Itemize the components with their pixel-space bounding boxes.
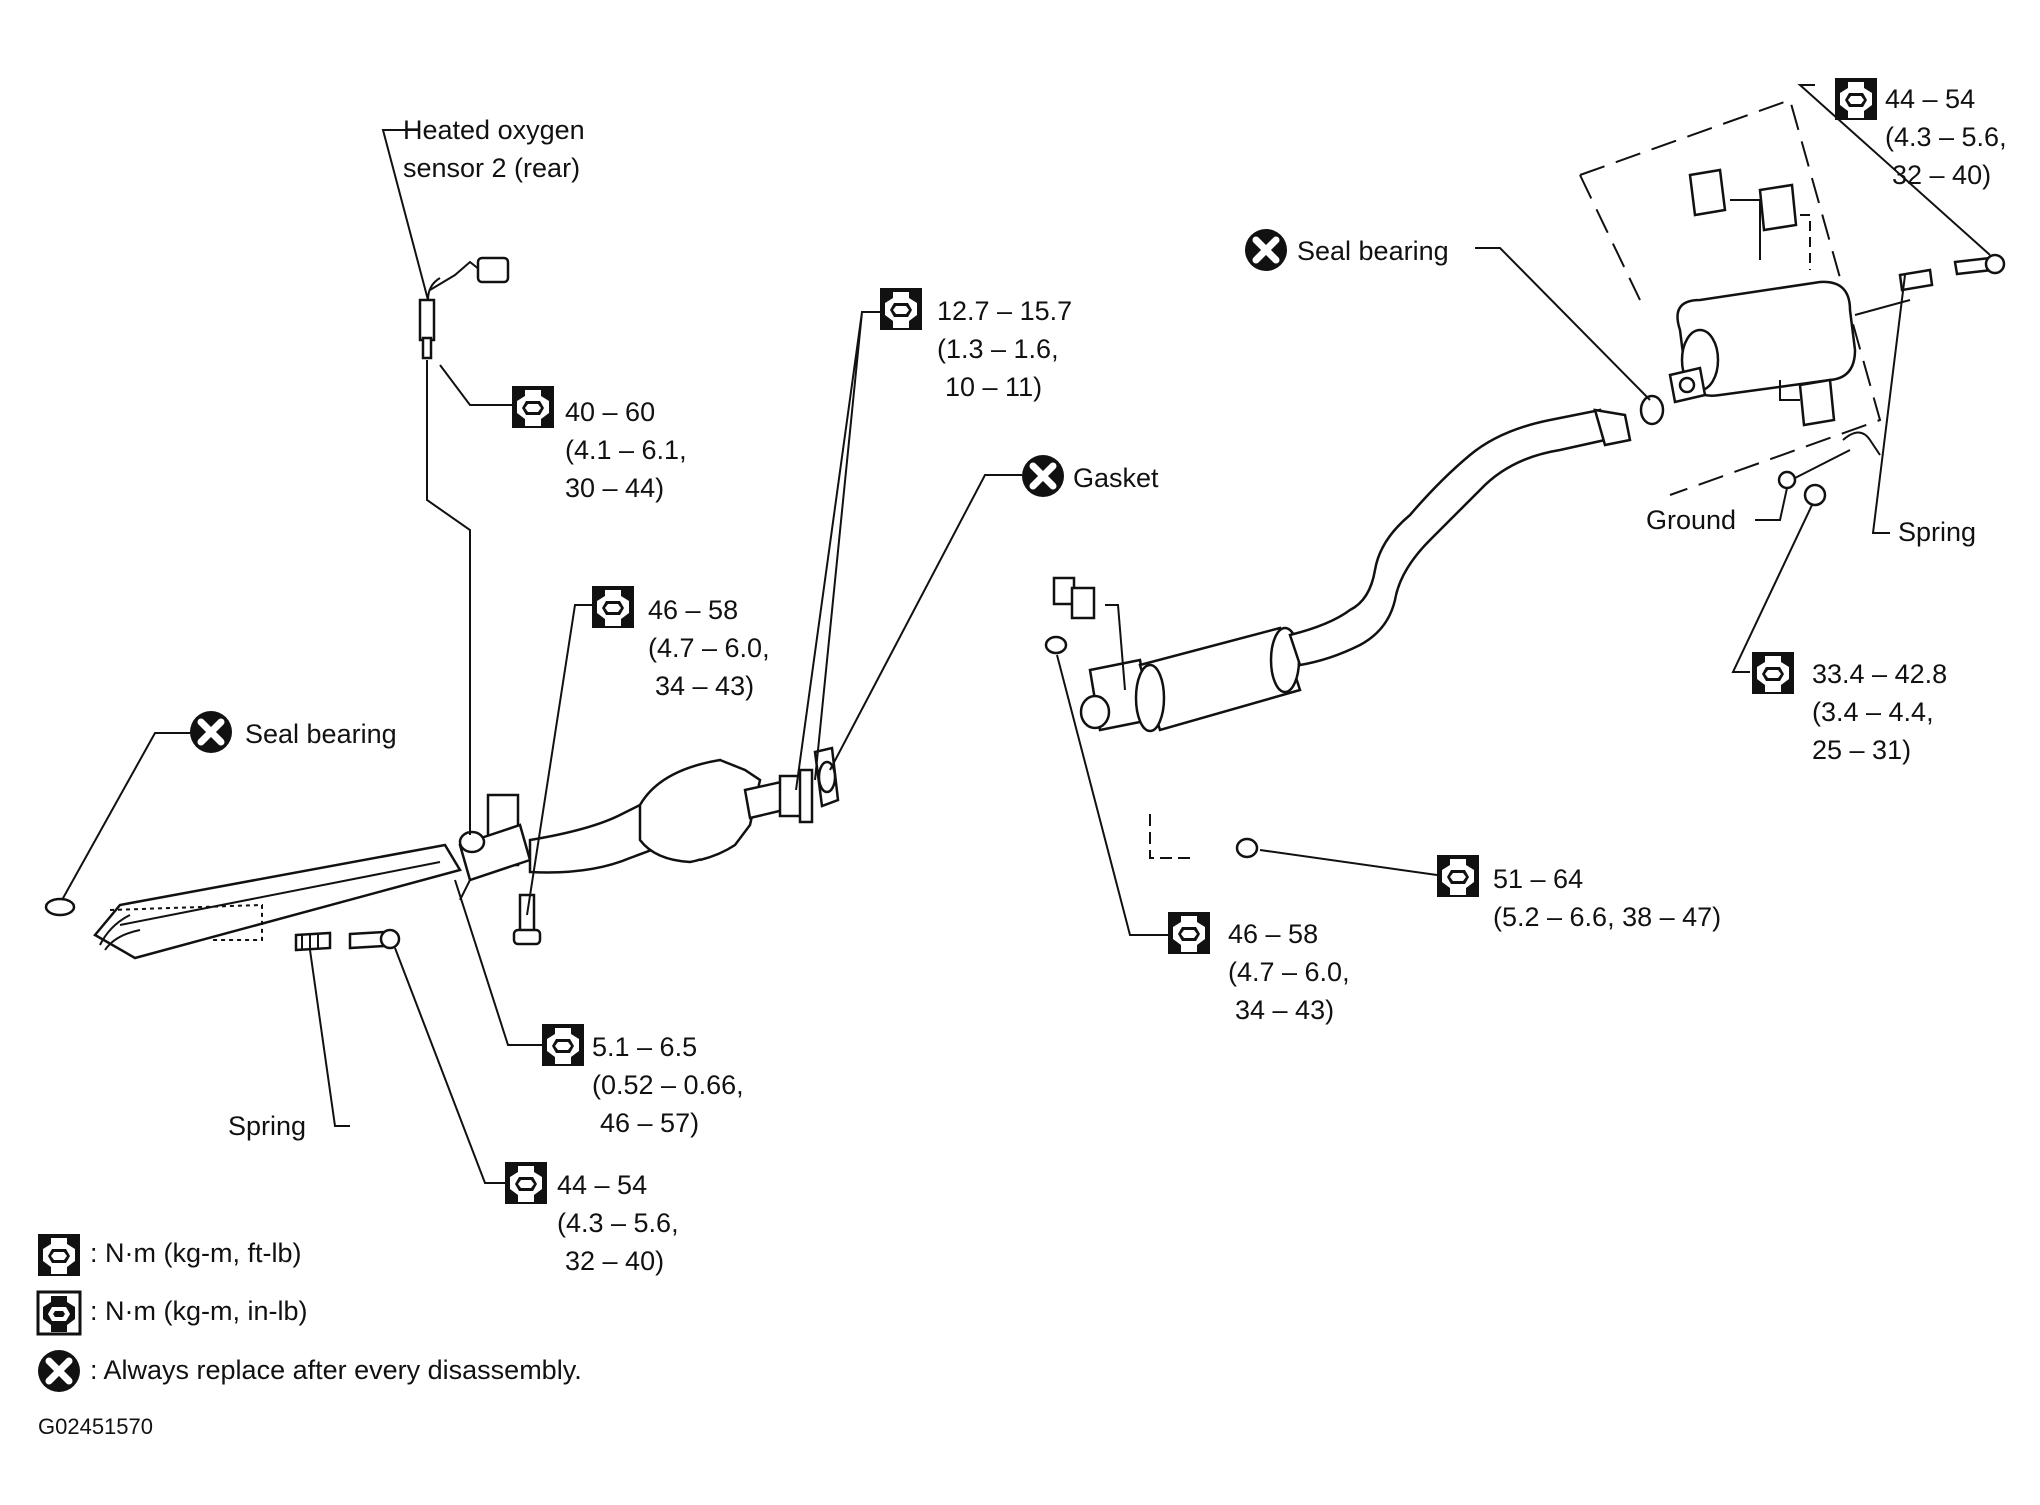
svg-text:(1.3 – 1.6,: (1.3 – 1.6, xyxy=(937,334,1059,364)
center-mount-torque-callout: 46 – 58 (4.7 – 6.0, 34 – 43) xyxy=(1168,912,1350,1025)
svg-text:46 – 58: 46 – 58 xyxy=(1228,919,1318,949)
svg-text:40 – 60: 40 – 60 xyxy=(565,397,655,427)
wrench-icon xyxy=(1835,78,1877,120)
replace-x-icon xyxy=(38,1350,80,1392)
svg-text:Spring: Spring xyxy=(1898,517,1976,547)
svg-text:(4.1 – 6.1,: (4.1 – 6.1, xyxy=(565,435,687,465)
legend-inlb: : N·m (kg-m, in-lb) xyxy=(90,1296,308,1326)
replace-x-icon xyxy=(1022,455,1064,497)
spring-rear-label: Spring xyxy=(1898,517,1976,547)
svg-text:46 – 58: 46 – 58 xyxy=(648,595,738,625)
svg-text:25 – 31): 25 – 31) xyxy=(1812,735,1911,765)
seal-bearing-rear-callout: Seal bearing xyxy=(1245,229,1449,271)
rear-joint-bolt-torque-callout: 44 – 54 (4.3 – 5.6, 32 – 40) xyxy=(1835,78,2007,190)
ground-label: Ground xyxy=(1646,505,1736,535)
front-exhaust-tube xyxy=(44,256,840,960)
svg-text:33.4 – 42.8: 33.4 – 42.8 xyxy=(1812,659,1947,689)
svg-text:Ground: Ground xyxy=(1646,505,1736,535)
svg-text:(5.2 – 6.6, 38 – 47): (5.2 – 6.6, 38 – 47) xyxy=(1493,902,1721,932)
wrench-icon xyxy=(1752,652,1794,694)
svg-text:34 – 43): 34 – 43) xyxy=(655,671,754,701)
svg-text:Spring: Spring xyxy=(228,1111,306,1141)
bracket-bolt-torque-callout: 5.1 – 6.5 (0.52 – 0.66, 46 – 57) xyxy=(542,1024,744,1138)
svg-text:10 – 11): 10 – 11) xyxy=(945,372,1042,402)
svg-text:30 – 44): 30 – 44) xyxy=(565,473,664,503)
svg-text:44 – 54: 44 – 54 xyxy=(1885,84,1975,114)
front-joint-bolt-torque-callout: 44 – 54 (4.3 – 5.6, 32 – 40) xyxy=(505,1162,679,1276)
replace-x-icon xyxy=(190,711,232,753)
ground-nut-torque-callout: 33.4 – 42.8 (3.4 – 4.4, 25 – 31) xyxy=(1752,652,1947,765)
svg-text:32 – 40): 32 – 40) xyxy=(565,1246,664,1276)
svg-text:51 – 64: 51 – 64 xyxy=(1493,864,1583,894)
wrench-icon xyxy=(1437,855,1479,897)
svg-text:(4.3 – 5.6,: (4.3 – 5.6, xyxy=(1885,122,2007,152)
svg-text:(4.3 – 5.6,: (4.3 – 5.6, xyxy=(557,1208,679,1238)
legend-ftlb: : N·m (kg-m, ft-lb) xyxy=(90,1238,301,1268)
figure-code: G02451570 xyxy=(38,1414,153,1439)
svg-text:(4.7 – 6.0,: (4.7 – 6.0, xyxy=(1228,957,1350,987)
o2-sensor-label: Heated oxygen sensor 2 (rear) xyxy=(403,115,585,183)
gasket-callout: Gasket xyxy=(1022,455,1159,497)
wrench-icon xyxy=(1168,912,1210,954)
wrench-icon xyxy=(512,386,554,428)
legend: : N·m (kg-m, ft-lb) : N·m (kg-m, in-lb) … xyxy=(38,1234,582,1392)
svg-text:46 – 57): 46 – 57) xyxy=(600,1108,699,1138)
center-muffler-assembly xyxy=(1044,408,1632,859)
o2-sensor-torque-callout: 40 – 60 (4.1 – 6.1, 30 – 44) xyxy=(512,386,687,503)
legend-replace: : Always replace after every disassembly… xyxy=(90,1355,582,1385)
wrench-icon xyxy=(880,288,922,330)
svg-text:34 – 43): 34 – 43) xyxy=(1235,995,1334,1025)
wrench-icon xyxy=(505,1162,547,1204)
svg-text:(0.52 – 0.66,: (0.52 – 0.66, xyxy=(592,1070,744,1100)
svg-text:(3.4 – 4.4,: (3.4 – 4.4, xyxy=(1812,697,1934,727)
spring-front-label: Spring xyxy=(228,1111,306,1141)
leader-lines xyxy=(61,84,1991,1184)
svg-text:Gasket: Gasket xyxy=(1073,463,1159,493)
svg-text:44 – 54: 44 – 54 xyxy=(557,1170,647,1200)
svg-text:Seal bearing: Seal bearing xyxy=(245,719,397,749)
main-muffler-assembly xyxy=(1579,98,2006,507)
wrench-inlb-icon xyxy=(36,1290,82,1336)
wrench-icon xyxy=(542,1024,584,1066)
svg-text:sensor 2 (rear): sensor 2 (rear) xyxy=(403,153,580,183)
wrench-icon xyxy=(592,586,634,628)
svg-text:Heated oxygen: Heated oxygen xyxy=(403,115,585,145)
replace-x-icon xyxy=(1245,229,1287,271)
wrench-icon xyxy=(38,1234,80,1276)
svg-text:Seal bearing: Seal bearing xyxy=(1297,236,1449,266)
svg-text:12.7 – 15.7: 12.7 – 15.7 xyxy=(937,296,1072,326)
center-nut-torque-callout: 51 – 64 (5.2 – 6.6, 38 – 47) xyxy=(1437,855,1721,932)
svg-text:(4.7 – 6.0,: (4.7 – 6.0, xyxy=(648,633,770,663)
bolt-front-torque-callout: 46 – 58 (4.7 – 6.0, 34 – 43) xyxy=(592,586,770,701)
svg-text:5.1 – 6.5: 5.1 – 6.5 xyxy=(592,1032,697,1062)
svg-text:32 – 40): 32 – 40) xyxy=(1892,160,1991,190)
flange-nut-torque-callout: 12.7 – 15.7 (1.3 – 1.6, 10 – 11) xyxy=(880,288,1072,402)
seal-bearing-front-callout: Seal bearing xyxy=(190,711,397,753)
